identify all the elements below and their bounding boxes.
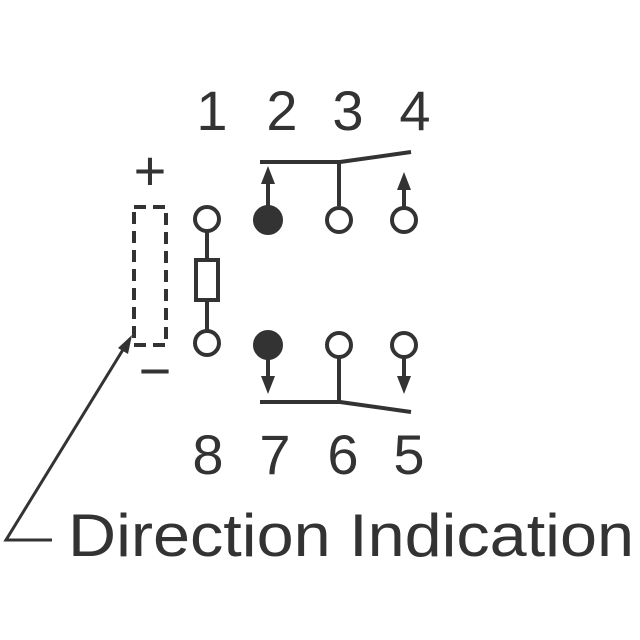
- top-switch: [253, 150, 418, 235]
- terminal-8: [193, 329, 221, 357]
- pin-label-6: 6: [327, 423, 358, 486]
- terminal-1: [193, 205, 221, 233]
- pin-label-1: 1: [196, 79, 227, 142]
- leader-arrow-icon: [118, 335, 132, 354]
- minus-sign: −: [139, 339, 172, 402]
- caption-leader-line: [3, 347, 126, 542]
- terminal-7: [253, 330, 283, 360]
- bottom-switch: [253, 330, 418, 414]
- coil-symbol: [193, 205, 221, 357]
- pin-label-2: 2: [266, 79, 297, 142]
- plus-sign: +: [134, 139, 167, 202]
- pin-label-3: 3: [332, 79, 363, 142]
- pin-label-8: 8: [192, 423, 223, 486]
- direction-indication-caption: Direction Indication: [68, 502, 634, 569]
- arrow-up-icon: [261, 166, 275, 184]
- arrow-up-icon: [397, 172, 411, 190]
- pin-label-4: 4: [399, 79, 430, 142]
- pin-label-7: 7: [259, 423, 290, 486]
- terminal-2: [253, 205, 283, 235]
- arrow-down-icon: [261, 376, 275, 394]
- terminal-4: [390, 206, 418, 234]
- pin-label-5: 5: [393, 423, 424, 486]
- terminal-6: [325, 331, 353, 359]
- arrow-down-icon: [397, 376, 411, 394]
- coil-resistor: [194, 258, 220, 302]
- terminal-5: [390, 331, 418, 359]
- terminal-3: [325, 206, 353, 234]
- direction-indicator-dashed-box: [132, 205, 168, 347]
